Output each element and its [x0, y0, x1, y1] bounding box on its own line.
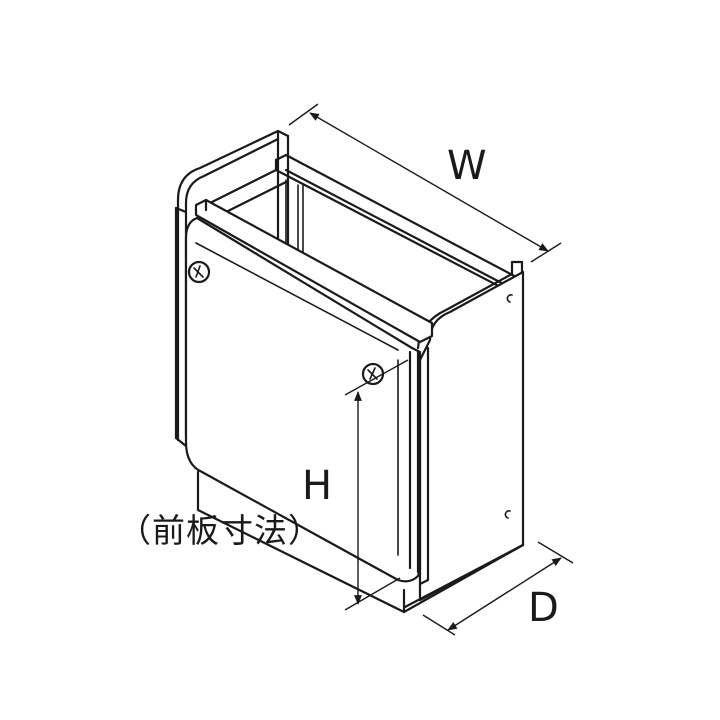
height-note: （前板寸法） [118, 511, 322, 550]
hole-side-upper [506, 294, 513, 303]
dimension-w [288, 103, 562, 263]
width-label: W [447, 143, 487, 189]
dimension-d [422, 541, 574, 636]
hole-side-lower [504, 510, 511, 519]
height-label: H [302, 463, 333, 509]
depth-label: D [528, 585, 559, 631]
screw-front-right [361, 362, 385, 386]
screw-top-left [187, 260, 211, 284]
top-front-rail [194, 198, 434, 344]
dimension-h [344, 359, 409, 611]
front-left-lip [174, 206, 188, 448]
